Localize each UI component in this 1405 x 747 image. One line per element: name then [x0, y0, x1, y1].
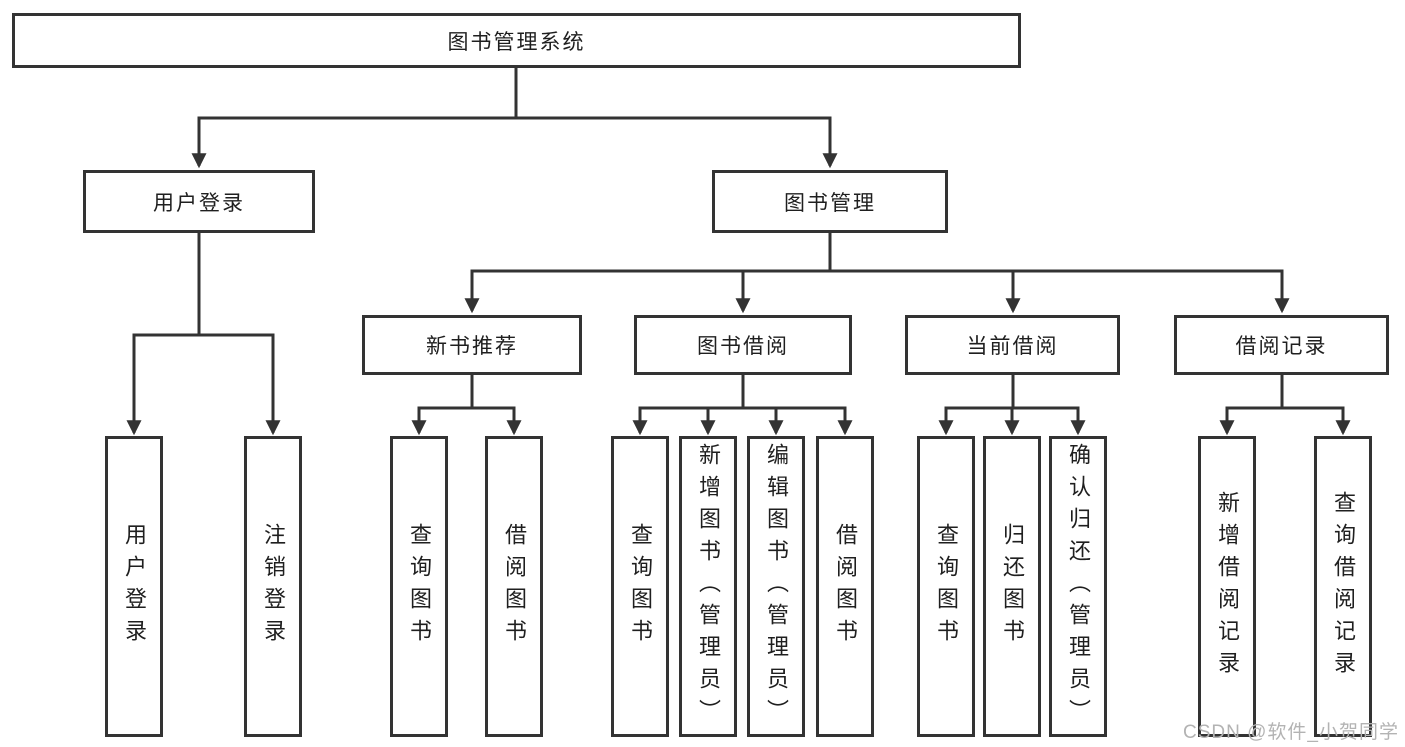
- leaf-borrow-edit-books-label: 编辑图书（管理员）: [764, 442, 789, 731]
- node-new-book-recommend-label: 新书推荐: [426, 335, 518, 358]
- edge-group: [126, 68, 1351, 436]
- leaf-current-return-books-label: 归还图书: [1000, 522, 1025, 651]
- leaf-newrec-query-books: 查询图书: [390, 436, 448, 737]
- leaf-borrow-borrow-books: 借阅图书: [816, 436, 874, 737]
- leaf-borrow-edit-books: 编辑图书（管理员）: [747, 436, 805, 737]
- leaf-logout-label: 注销登录: [261, 522, 286, 651]
- leaf-records-add-record-label: 新增借阅记录: [1215, 490, 1240, 683]
- node-new-book-recommend: 新书推荐: [362, 315, 582, 375]
- node-book-borrow-label: 图书借阅: [697, 335, 789, 358]
- leaf-borrow-add-books: 新增图书（管理员）: [679, 436, 737, 737]
- leaf-borrow-borrow-books-label: 借阅图书: [833, 522, 858, 651]
- csdn-watermark: CSDN @软件_小贺同学: [1183, 722, 1399, 743]
- node-user-login-label: 用户登录: [153, 191, 245, 215]
- leaf-borrow-query-books: 查询图书: [611, 436, 669, 737]
- leaf-current-return-books: 归还图书: [983, 436, 1041, 737]
- leaf-logout: 注销登录: [244, 436, 302, 737]
- leaf-current-confirm-return: 确认归还（管理员）: [1049, 436, 1107, 737]
- leaf-newrec-query-books-label: 查询图书: [407, 522, 432, 651]
- node-book-management: 图书管理: [712, 170, 948, 233]
- leaf-records-query-record: 查询借阅记录: [1314, 436, 1372, 737]
- leaf-current-confirm-return-label: 确认归还（管理员）: [1066, 442, 1091, 731]
- leaf-current-query-books: 查询图书: [917, 436, 975, 737]
- leaf-login: 用户登录: [105, 436, 163, 737]
- node-root-label: 图书管理系统: [447, 30, 586, 54]
- node-current-borrow: 当前借阅: [905, 315, 1120, 375]
- leaf-newrec-borrow-books-label: 借阅图书: [502, 522, 527, 651]
- leaf-records-query-record-label: 查询借阅记录: [1331, 490, 1356, 683]
- leaf-newrec-borrow-books: 借阅图书: [485, 436, 543, 737]
- leaf-login-label: 用户登录: [122, 522, 147, 651]
- leaf-current-query-books-label: 查询图书: [934, 522, 959, 651]
- leaf-borrow-query-books-label: 查询图书: [628, 522, 653, 651]
- leaf-records-add-record: 新增借阅记录: [1198, 436, 1256, 737]
- leaf-borrow-add-books-label: 新增图书（管理员）: [696, 442, 721, 731]
- node-current-borrow-label: 当前借阅: [966, 335, 1059, 358]
- node-root: 图书管理系统: [12, 13, 1021, 68]
- node-book-borrow: 图书借阅: [634, 315, 852, 375]
- node-book-management-label: 图书管理: [784, 191, 876, 215]
- node-borrow-records-label: 借阅记录: [1235, 335, 1328, 358]
- node-borrow-records: 借阅记录: [1174, 315, 1389, 375]
- node-user-login: 用户登录: [83, 170, 315, 233]
